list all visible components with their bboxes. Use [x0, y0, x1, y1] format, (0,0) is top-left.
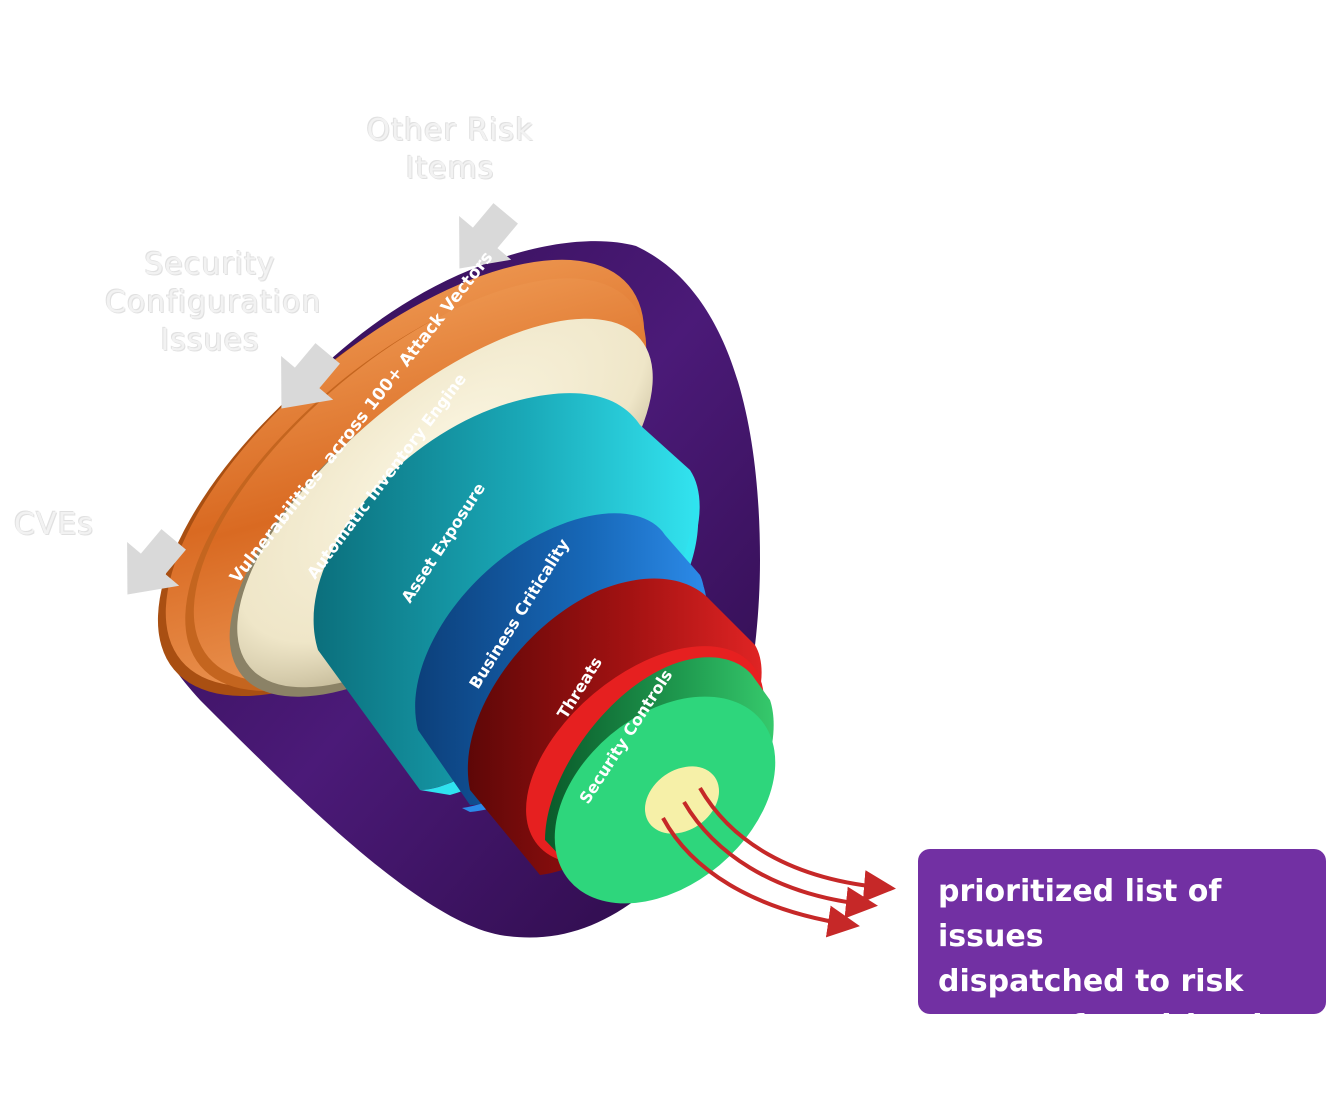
output-hole: [644, 766, 720, 834]
input-label-cves: CVEs: [14, 507, 95, 542]
input-label-other-risk-items: Other Risk Items: [366, 113, 534, 186]
input-label-security-configuration: Security Configuration Issues: [105, 247, 322, 358]
output-arrows-icon: [661, 786, 896, 938]
output-box: prioritized list of issues dispatched to…: [918, 849, 1326, 1044]
output-text: prioritized list of issues dispatched to…: [938, 874, 1305, 1044]
input-arrow-icon: [127, 203, 518, 595]
